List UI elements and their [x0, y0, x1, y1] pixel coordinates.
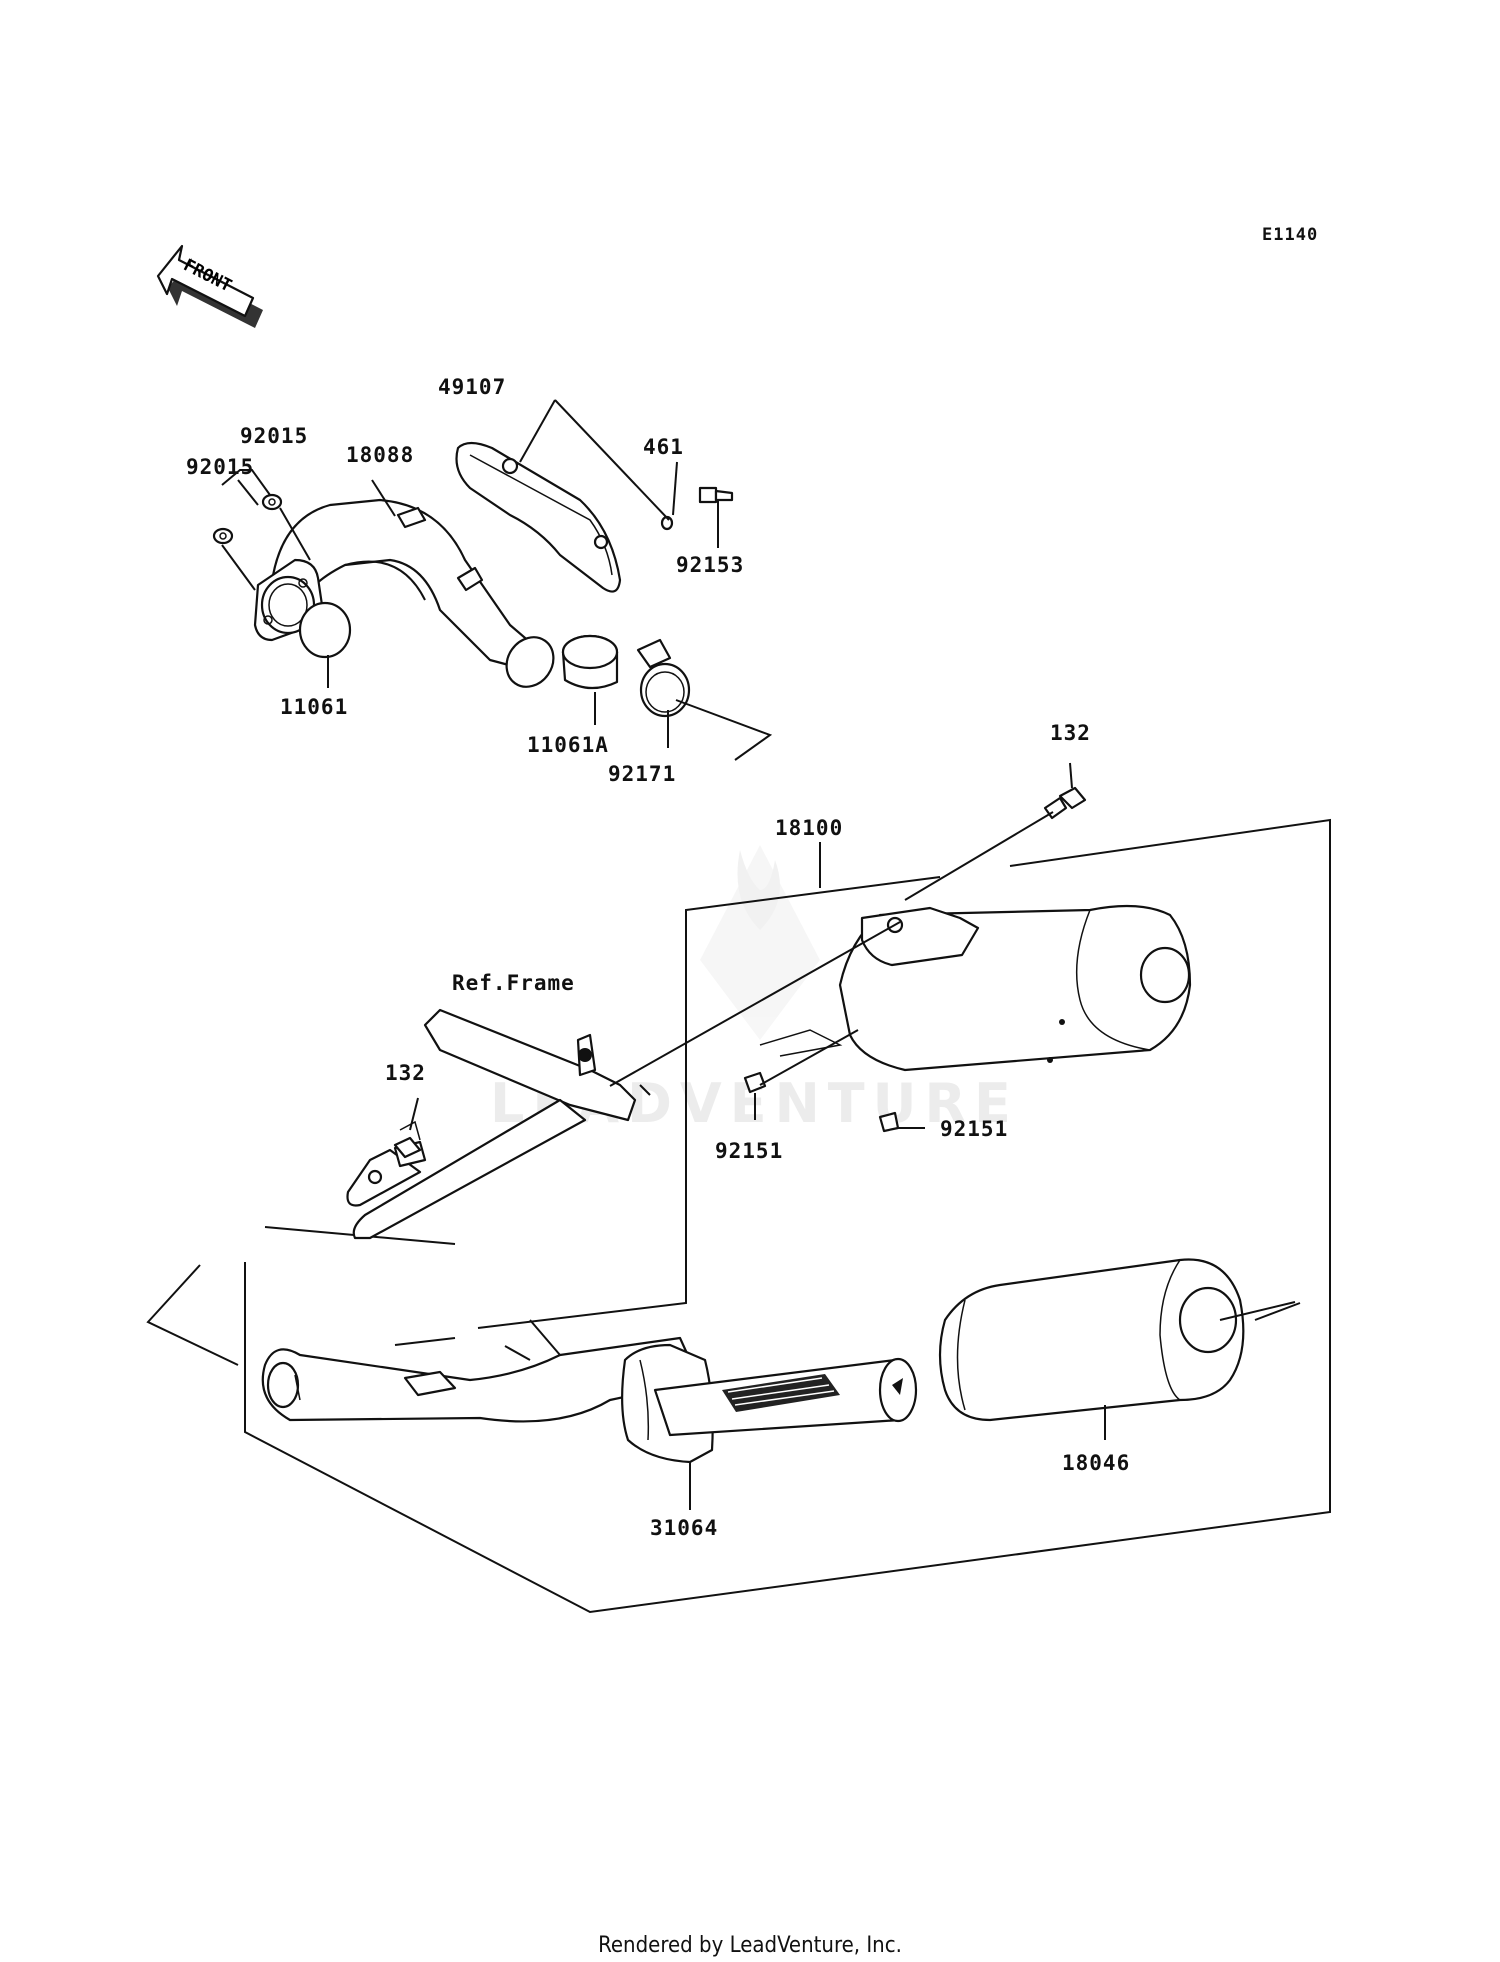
label-92015-lower: 92015	[186, 455, 254, 479]
label-18100: 18100	[775, 816, 843, 840]
label-49107: 49107	[438, 375, 506, 399]
label-11061: 11061	[280, 695, 348, 719]
bolt-92153	[698, 486, 734, 504]
label-18088: 18088	[346, 443, 414, 467]
header-pipe-18088	[253, 498, 555, 688]
label-132-upper: 132	[1050, 721, 1091, 745]
end-cap-31064	[621, 1343, 918, 1464]
bolt-132-lower	[393, 1120, 422, 1159]
perforated-mesh	[722, 1374, 840, 1412]
watermark-logo	[700, 845, 820, 1040]
muffler-body-18100	[759, 904, 1192, 1072]
part-labels: 49107 461 92015 92015 18088 92153 11061 …	[186, 375, 1130, 1540]
label-ref-frame: Ref.Frame	[452, 971, 575, 995]
label-18046: 18046	[1062, 1451, 1130, 1475]
gasket-sleeve-11061A	[561, 634, 619, 690]
bolt-92151	[743, 1071, 900, 1133]
diagram-code: E1140	[1262, 225, 1318, 245]
label-461: 461	[643, 435, 684, 459]
heat-guard-49107	[455, 441, 622, 593]
label-92171: 92171	[608, 762, 676, 786]
label-92015-upper: 92015	[240, 424, 308, 448]
silencer-18046	[938, 1258, 1301, 1422]
ref-frame	[346, 1008, 637, 1240]
clamp-92171	[636, 638, 691, 718]
label-11061A: 11061A	[527, 733, 609, 757]
leader-lines	[221, 399, 1106, 1510]
label-31064: 31064	[650, 1516, 718, 1540]
gasket-11061	[298, 601, 352, 659]
label-132-lower: 132	[385, 1061, 426, 1085]
footer-credit: Rendered by LeadVenture, Inc.	[598, 1933, 902, 1958]
label-92151-right: 92151	[940, 1117, 1008, 1141]
label-92151-left: 92151	[715, 1139, 783, 1163]
front-arrow-icon: FRONT	[156, 244, 263, 328]
nut-92015	[212, 493, 283, 545]
label-92153: 92153	[676, 553, 744, 577]
